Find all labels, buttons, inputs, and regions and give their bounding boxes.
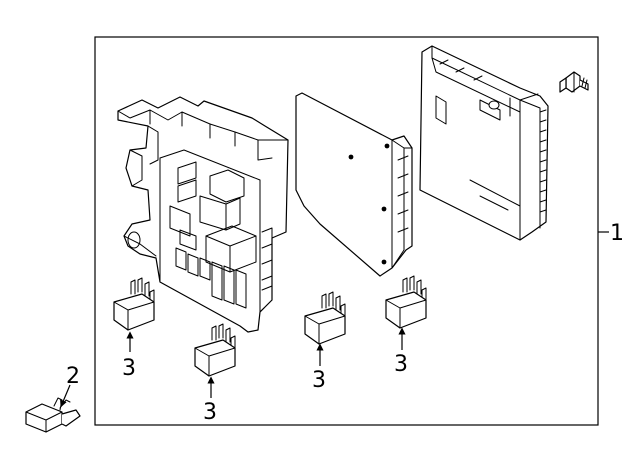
junction-block [117, 96, 289, 333]
callout-3-label-d: 3 [394, 352, 408, 377]
relay-1 [113, 277, 155, 331]
relay-2 [194, 323, 236, 377]
callout-2-label: 2 [66, 364, 80, 389]
relay-callouts: 3 3 3 3 [122, 327, 408, 425]
module-cover-plate [295, 92, 413, 277]
assembly-frame [94, 36, 599, 426]
screw [559, 71, 589, 93]
body-control-module [419, 45, 549, 241]
callout-3-label-c: 3 [312, 368, 326, 393]
callout-2-leader [60, 384, 71, 408]
callout-3-label-b: 3 [203, 400, 217, 425]
relay-4 [385, 275, 427, 329]
fuse [25, 397, 81, 433]
relay-3 [304, 291, 346, 345]
callout-1-label: 1 [610, 221, 624, 246]
callout-3-label-a: 3 [122, 356, 136, 381]
